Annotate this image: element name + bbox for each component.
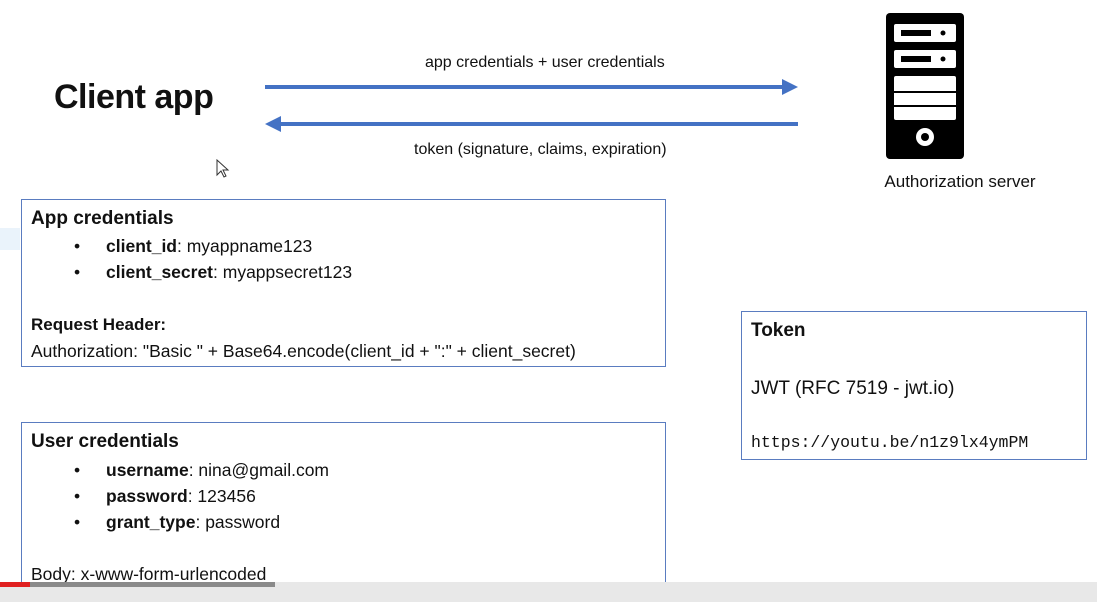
app-credentials-list: client_id: myappname123 client_secret: m… xyxy=(22,233,662,285)
client-app-title: Client app xyxy=(54,78,214,116)
response-arrow-label: token (signature, claims, expiration) xyxy=(414,141,667,158)
credential-key: client_secret xyxy=(106,262,214,282)
app-credentials-title: App credentials xyxy=(31,208,174,229)
credential-key: username xyxy=(106,460,189,480)
list-item: client_secret: myappsecret123 xyxy=(22,259,662,285)
token-title: Token xyxy=(751,320,806,341)
credential-key: client_id xyxy=(106,236,177,256)
app-credentials-box: App credentials client_id: myappname123 … xyxy=(21,199,666,367)
server-label: Authorization server xyxy=(884,172,1036,191)
background-stripe xyxy=(0,228,20,250)
credential-key: grant_type xyxy=(106,512,196,532)
arrows-diagram xyxy=(265,79,798,132)
request-header-title: Request Header: xyxy=(31,315,167,334)
request-header-value: Authorization: "Basic " + Base64.encode(… xyxy=(31,341,576,361)
list-item: password: 123456 xyxy=(22,483,662,509)
jwt-line: JWT (RFC 7519 - jwt.io) xyxy=(751,378,955,399)
server-tower-icon xyxy=(886,13,964,159)
request-arrow xyxy=(265,79,798,95)
list-item: grant_type: password xyxy=(22,509,662,535)
video-buffered-bar xyxy=(30,582,275,587)
list-item: username: nina@gmail.com xyxy=(22,457,662,483)
video-progress-track[interactable] xyxy=(0,582,1097,602)
mouse-cursor-icon xyxy=(216,159,230,178)
token-url-link[interactable]: https://youtu.be/n1z9lx4ymPM xyxy=(751,433,1029,452)
user-credentials-title: User credentials xyxy=(31,431,179,452)
list-item: client_id: myappname123 xyxy=(22,233,662,259)
credential-value: : myappsecret123 xyxy=(213,262,353,282)
credential-key: password xyxy=(106,486,188,506)
credential-value: : 123456 xyxy=(187,486,256,506)
response-arrow xyxy=(265,116,798,132)
credential-value: : myappname123 xyxy=(177,236,313,256)
request-arrow-label: app credentials + user credentials xyxy=(425,54,665,71)
user-credentials-list: username: nina@gmail.com password: 12345… xyxy=(22,457,662,535)
token-box: Token JWT (RFC 7519 - jwt.io) https://yo… xyxy=(741,311,1087,460)
video-played-bar xyxy=(0,582,30,587)
credential-value: : nina@gmail.com xyxy=(188,460,330,480)
user-credentials-box: User credentials username: nina@gmail.co… xyxy=(21,422,666,590)
body-encoding-line: Body: x-www-form-urlencoded xyxy=(31,564,267,584)
credential-value: : password xyxy=(195,512,281,532)
